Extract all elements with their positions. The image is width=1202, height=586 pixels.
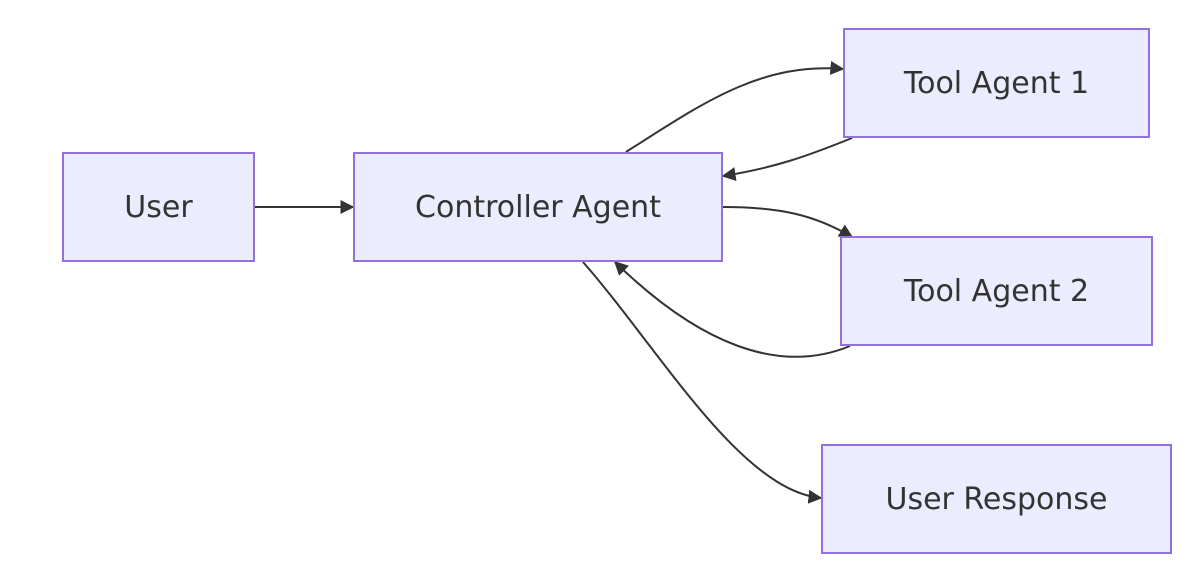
edge-controller-to-tool2 bbox=[722, 206, 854, 238]
node-tool-agent-1-label: Tool Agent 1 bbox=[903, 65, 1090, 101]
node-controller-agent-label: Controller Agent bbox=[415, 189, 661, 225]
node-tool-agent-2: Tool Agent 2 bbox=[840, 236, 1153, 346]
node-user-response: User Response bbox=[821, 444, 1172, 554]
edge-tool2-to-controller bbox=[613, 261, 851, 358]
node-user-label: User bbox=[124, 189, 193, 225]
node-user: User bbox=[62, 152, 255, 262]
node-user-response-label: User Response bbox=[885, 481, 1108, 517]
edge-controller-to-tool1 bbox=[625, 60, 845, 153]
edge-tool1-to-controller bbox=[721, 137, 853, 182]
node-tool-agent-2-label: Tool Agent 2 bbox=[903, 273, 1090, 309]
node-controller-agent: Controller Agent bbox=[353, 152, 723, 262]
edge-controller-to-response bbox=[582, 261, 823, 504]
node-tool-agent-1: Tool Agent 1 bbox=[843, 28, 1150, 138]
